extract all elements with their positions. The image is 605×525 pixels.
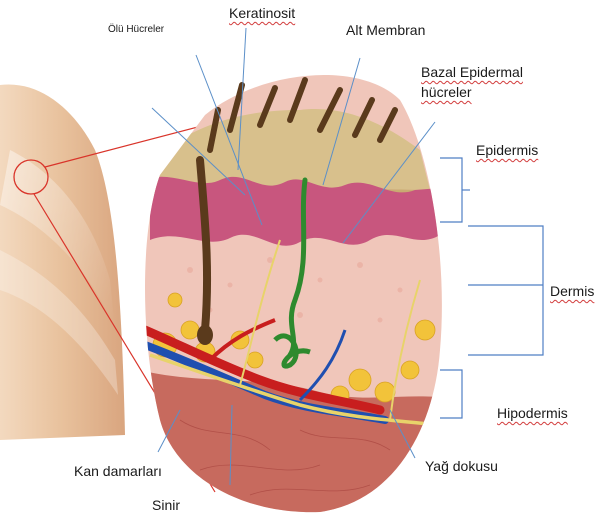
label-basal-cells-line2: hücreler: [421, 82, 523, 102]
label-epidermis: Epidermis: [476, 142, 538, 158]
hypodermis-bracket: [440, 370, 462, 418]
epidermis-bracket: [440, 158, 462, 222]
label-basal-cells: Bazal Epidermal hücreler: [421, 62, 523, 102]
label-basement-membrane: Alt Membran: [346, 22, 425, 38]
dermis-bracket: [468, 226, 543, 355]
label-keratinocyte: Keratinosit: [229, 5, 295, 21]
label-dead-cells: Ölü Hücreler: [108, 24, 164, 35]
layer-brackets: [440, 158, 543, 418]
label-basal-cells-line1: Bazal Epidermal: [421, 62, 523, 82]
label-nerve: Sinir: [152, 497, 180, 513]
label-dermis: Dermis: [550, 283, 594, 299]
label-blood-vessels: Kan damarları: [74, 463, 162, 479]
arm: [0, 84, 125, 440]
label-fat-tissue: Yağ dokusu: [425, 458, 498, 474]
label-hypodermis: Hipodermis: [497, 405, 568, 421]
